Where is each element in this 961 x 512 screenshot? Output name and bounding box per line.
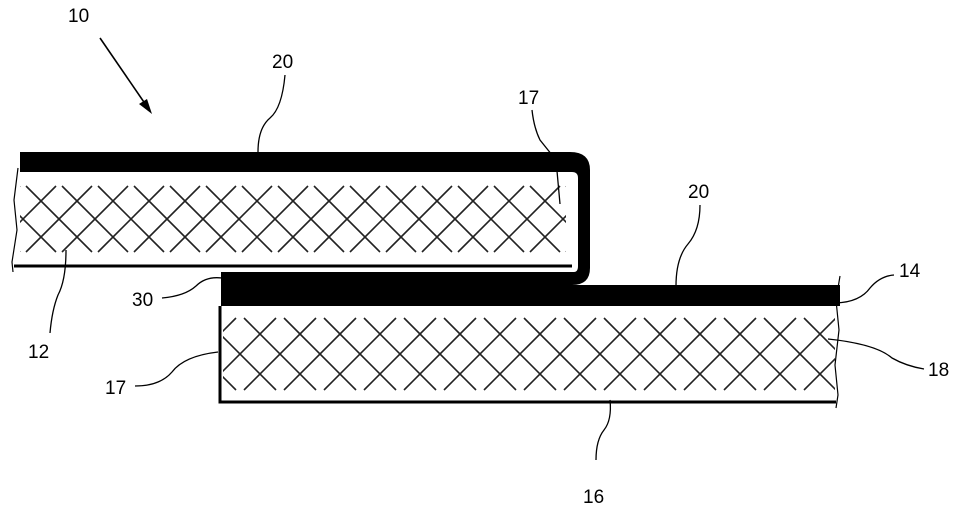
hatch-line [421, 185, 489, 253]
hatch-line [803, 317, 835, 351]
hatch-line [283, 317, 357, 391]
hatch-line [20, 185, 57, 224]
hatch-line [25, 185, 93, 253]
hatch-line [363, 317, 437, 391]
hatch-line [529, 185, 566, 224]
hatch-line [457, 185, 525, 253]
hatch-line [603, 317, 677, 391]
upper-coating-layer [20, 152, 590, 285]
hatch-line [803, 357, 835, 391]
label-10: 10 [68, 6, 89, 27]
hatch-line [349, 185, 417, 253]
hatch-line [97, 185, 165, 253]
hatch-line [20, 214, 57, 253]
hatch-line [223, 317, 237, 333]
label-16: 16 [583, 487, 604, 508]
hatch-line [243, 317, 317, 391]
hatch-line [523, 317, 597, 391]
hatch-line [844, 318, 916, 390]
hatch-line [223, 375, 237, 391]
label-17-upper: 17 [518, 88, 539, 109]
hatch-line [223, 335, 277, 391]
label-18: 18 [928, 360, 949, 381]
label-20-lower: 20 [688, 182, 709, 203]
label-14: 14 [899, 261, 921, 282]
hatch-line [241, 185, 309, 253]
hatch-line [763, 317, 835, 391]
hatch-line [169, 185, 237, 253]
label-20-upper: 20 [272, 52, 293, 73]
lower-panel-core [223, 275, 916, 409]
hatch-line [565, 250, 566, 252]
hatch-line [61, 185, 129, 253]
leader-lines [49, 74, 925, 461]
hatch-line [723, 317, 797, 391]
hatch-line [403, 317, 477, 391]
label-12: 12 [28, 342, 49, 363]
hatch-line [683, 317, 757, 391]
hatch-line [205, 185, 273, 253]
reference-labels: 10 20 17 20 14 30 12 18 17 16 [28, 6, 949, 508]
hatch-line [385, 185, 453, 253]
hatch-line [844, 318, 916, 390]
label-17-lower: 17 [105, 378, 126, 399]
upper-panel-core [11, 167, 668, 273]
lower-panel [218, 275, 916, 409]
lower-coating-layer [221, 285, 840, 306]
hatch-line [323, 317, 397, 391]
hatch-line [133, 185, 201, 253]
label-30: 30 [132, 290, 153, 311]
hatch-line [493, 185, 561, 253]
hatch-line [277, 185, 345, 253]
hatch-line [20, 250, 21, 252]
hatch-line [565, 186, 566, 188]
hatch-line [20, 186, 21, 188]
hatch-line [643, 317, 717, 391]
assembly-arrow [99, 37, 152, 114]
hatch-line [602, 186, 668, 252]
hatch-line [563, 317, 637, 391]
hatch-line [602, 186, 668, 252]
hatch-line [483, 317, 557, 391]
hatch-line [443, 317, 517, 391]
hatch-line [313, 185, 381, 253]
upper-panel [11, 152, 668, 285]
